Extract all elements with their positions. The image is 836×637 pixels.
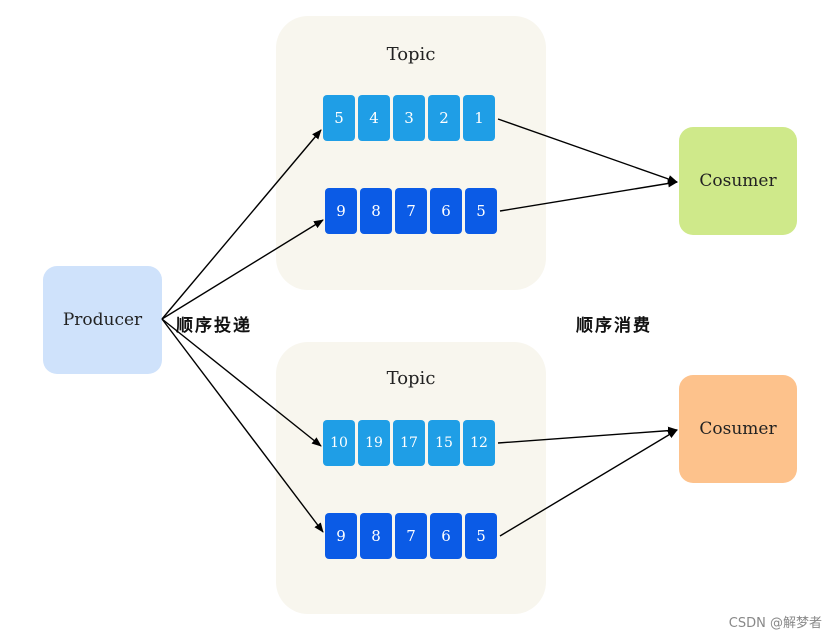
topic-2-queue-1: 10 19 17 15 12 — [323, 420, 495, 466]
queue-cell: 3 — [393, 95, 425, 141]
queue-cell: 7 — [395, 188, 427, 234]
queue-cell: 19 — [358, 420, 390, 466]
topic-box-1: Topic — [276, 16, 546, 290]
queue-cell: 7 — [395, 513, 427, 559]
queue-cell: 5 — [465, 188, 497, 234]
arrow-queue-4-to-consumer-2 — [499, 429, 678, 537]
queue-cell: 8 — [360, 513, 392, 559]
consumer-node-2: Cosumer — [679, 375, 797, 483]
consumer-node-1: Cosumer — [679, 127, 797, 235]
topic-1-queue-1: 5 4 3 2 1 — [323, 95, 495, 141]
topic-1-queue-2: 9 8 7 6 5 — [325, 188, 497, 234]
arrow-producer-to-queue-3 — [161, 318, 322, 447]
queue-cell: 9 — [325, 188, 357, 234]
arrow-queue-2-to-consumer-1 — [499, 179, 678, 212]
watermark: CSDN @解梦者 — [728, 616, 822, 631]
queue-cell: 8 — [360, 188, 392, 234]
queue-cell: 5 — [323, 95, 355, 141]
queue-cell: 9 — [325, 513, 357, 559]
queue-cell: 5 — [465, 513, 497, 559]
queue-cell: 12 — [463, 420, 495, 466]
ordered-send-label: 顺序投递 — [176, 316, 252, 336]
producer-node: Producer — [43, 266, 162, 374]
arrow-producer-to-queue-2 — [161, 219, 324, 320]
queue-cell: 6 — [430, 188, 462, 234]
ordered-consume-label: 顺序消费 — [576, 316, 652, 336]
queue-cell: 6 — [430, 513, 462, 559]
arrow-producer-to-queue-4 — [161, 318, 324, 533]
arrow-queue-1-to-consumer-1 — [497, 118, 678, 183]
queue-cell: 4 — [358, 95, 390, 141]
topic-2-queue-2: 9 8 7 6 5 — [325, 513, 497, 559]
queue-cell: 2 — [428, 95, 460, 141]
queue-cell: 10 — [323, 420, 355, 466]
arrow-queue-3-to-consumer-2 — [497, 426, 678, 444]
topic-title-2: Topic — [386, 368, 436, 389]
queue-cell: 17 — [393, 420, 425, 466]
arrow-producer-to-queue-1 — [161, 129, 322, 320]
topic-box-2: Topic — [276, 342, 546, 614]
queue-cell: 15 — [428, 420, 460, 466]
queue-cell: 1 — [463, 95, 495, 141]
topic-title-1: Topic — [386, 44, 436, 65]
